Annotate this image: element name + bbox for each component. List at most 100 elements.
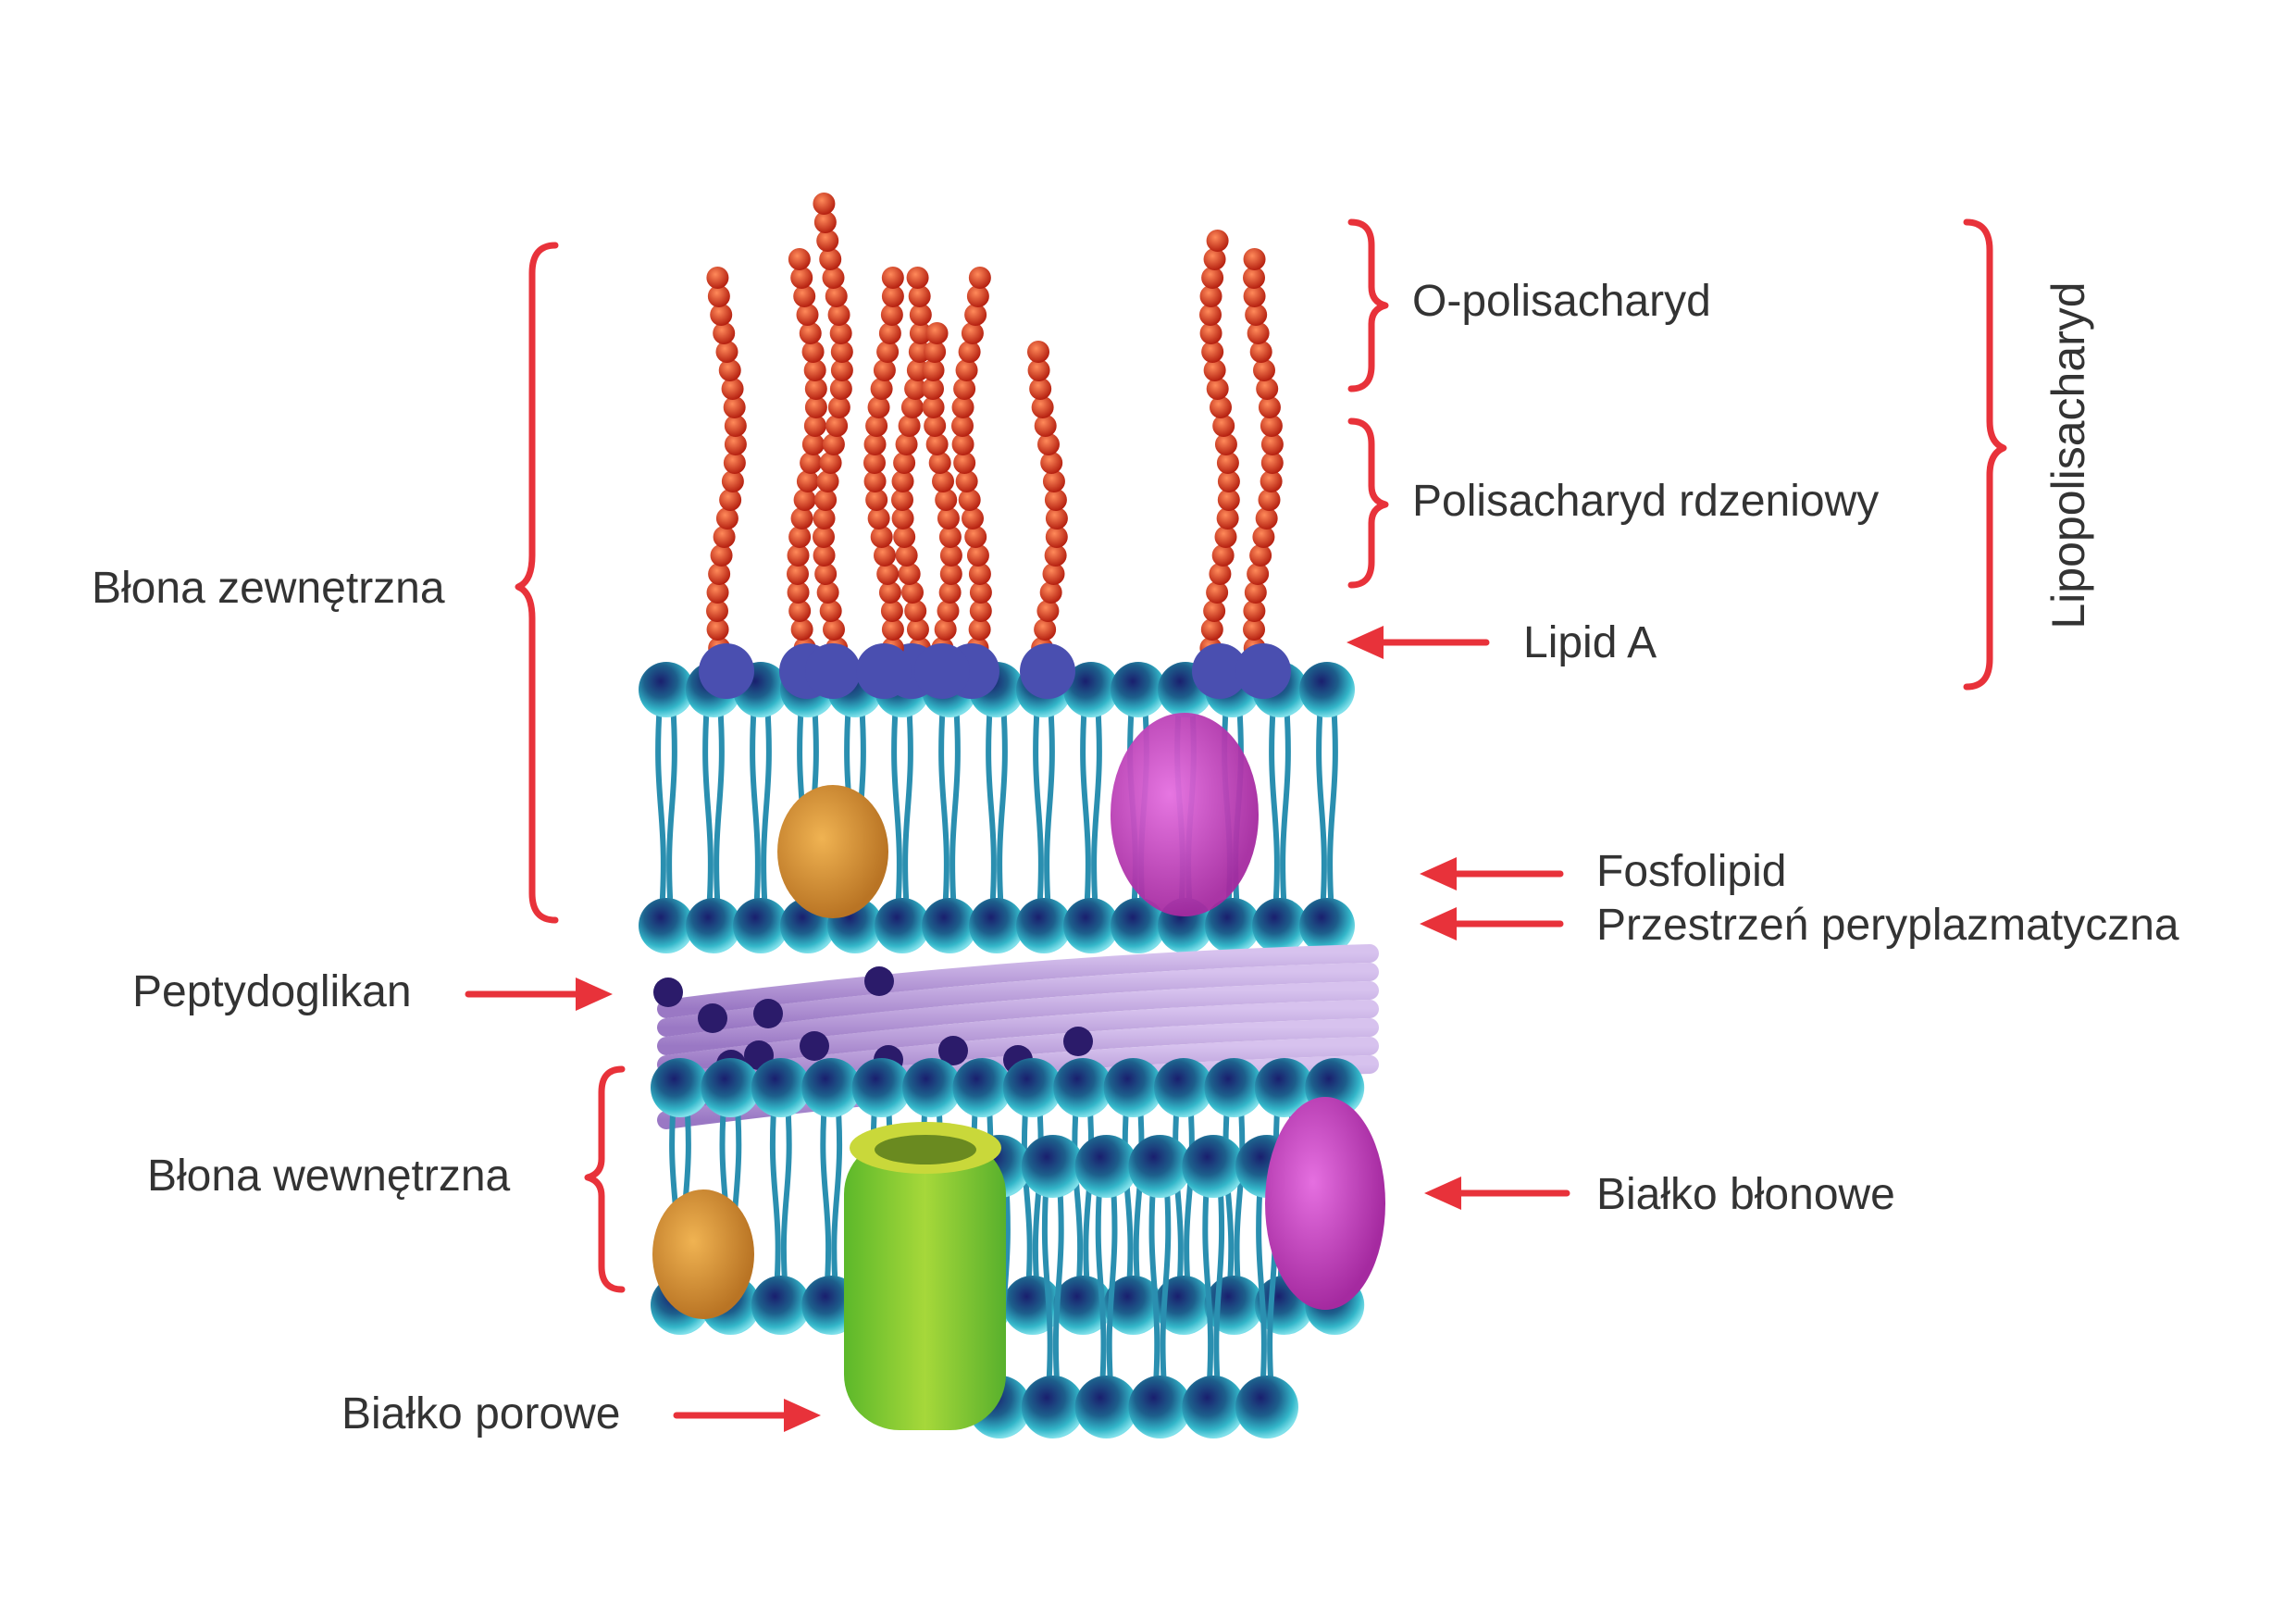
phospholipid-head xyxy=(1021,1376,1085,1438)
lps-sugar-bead xyxy=(1217,470,1240,492)
peptidoglycan-strand xyxy=(657,944,1379,1018)
lps-sugar-bead xyxy=(1199,322,1222,344)
lps-sugar-bead xyxy=(937,600,960,622)
lps-sugar-bead xyxy=(873,359,896,381)
lps-sugar-bead xyxy=(819,452,842,474)
lps-sugar-bead xyxy=(898,563,921,585)
label-phospholipid: Fosfolipid xyxy=(1596,847,1786,896)
lipid-tail xyxy=(750,689,761,927)
lps-sugar-bead xyxy=(939,563,962,585)
lps-sugar-bead xyxy=(721,378,744,400)
lps-sugar-bead xyxy=(708,563,731,585)
lps-sugar-bead xyxy=(803,359,826,381)
lps-sugar-bead xyxy=(804,378,827,400)
lps-sugar-bead xyxy=(822,433,845,455)
lps-sugar-bead xyxy=(880,304,903,326)
arrow-peptidoglycan xyxy=(465,978,613,1011)
lps-sugar-bead xyxy=(799,322,822,344)
lps-sugar-bead xyxy=(881,267,904,289)
peptidoglycan-crosslink xyxy=(864,966,894,996)
lps-sugar-bead xyxy=(813,211,837,233)
lps-sugar-bead xyxy=(969,600,992,622)
phospholipid-head xyxy=(1053,1058,1113,1117)
lps-sugar-bead xyxy=(796,470,819,492)
lps-sugar-bead xyxy=(723,396,746,418)
label-lipopolysaccharide: Lipopolisacharyd xyxy=(2042,281,2094,629)
lipid-tail xyxy=(1222,1087,1235,1306)
lps-sugar-bead xyxy=(876,341,900,363)
lps-sugar-bead xyxy=(801,341,825,363)
label-periplasmic-space: Przestrzeń peryplazmatyczna xyxy=(1596,901,2179,950)
phospholipid-head xyxy=(1154,1058,1213,1117)
lps-sugar-bead xyxy=(790,267,813,289)
lps-sugar-bead xyxy=(958,489,981,511)
lps-sugar-bead xyxy=(723,452,746,474)
lps-sugar-bead xyxy=(829,378,852,400)
lps-sugar-bead xyxy=(951,433,974,455)
lps-sugar-bead xyxy=(787,544,810,567)
brace-lipopolysaccharide xyxy=(1963,218,2007,691)
lps-sugar-bead xyxy=(707,285,730,307)
phospholipid-head xyxy=(969,898,1024,953)
lipid-tail xyxy=(831,1087,843,1306)
lps-sugar-bead xyxy=(713,322,736,344)
lps-sugar-bead xyxy=(1247,563,1270,585)
lps-sugar-bead xyxy=(934,618,957,641)
lps-sugar-bead xyxy=(1201,341,1224,363)
lps-sugar-bead xyxy=(790,507,813,529)
lps-sugar-bead xyxy=(787,581,810,604)
lipid-tail xyxy=(714,689,725,927)
brace-inner-membrane xyxy=(584,1065,626,1293)
lps-sugar-bead xyxy=(863,470,887,492)
label-lipid-a: Lipid A xyxy=(1523,618,1657,667)
label-o-polysaccharide: O-polisacharyd xyxy=(1412,277,1711,326)
lps-sugar-bead xyxy=(1212,415,1235,437)
lps-sugar-bead xyxy=(1199,285,1222,307)
lps-sugar-bead xyxy=(951,396,974,418)
lipid-tail xyxy=(1133,1087,1145,1306)
lps-sugar-bead xyxy=(1214,526,1237,548)
phospholipid-head xyxy=(1063,662,1119,717)
peptidoglycan-crosslink xyxy=(698,1003,727,1033)
lps-sugar-bead xyxy=(713,526,736,548)
lps-sugar-bead xyxy=(823,618,846,641)
lps-sugar-bead xyxy=(1258,489,1281,511)
phospholipid-head xyxy=(1103,1276,1163,1335)
lps-sugar-bead xyxy=(816,470,839,492)
lps-sugar-bead xyxy=(900,396,924,418)
phospholipid-head xyxy=(1053,1276,1113,1335)
lps-sugar-bead xyxy=(891,507,914,529)
lipid-tail xyxy=(1122,1087,1134,1306)
lps-sugar-bead xyxy=(1206,230,1229,252)
phospholipid-head xyxy=(952,1058,1012,1117)
lps-sugar-bead xyxy=(1044,544,1067,567)
lps-sugar-bead xyxy=(937,507,960,529)
lps-sugar-bead xyxy=(1258,396,1281,418)
lipid-tail xyxy=(761,689,772,927)
phospholipid-head xyxy=(1063,898,1119,953)
phospholipid-head xyxy=(1103,1058,1163,1117)
lps-sugar-bead xyxy=(938,581,962,604)
lipid-tail xyxy=(1316,689,1327,927)
lps-sugar-bead xyxy=(813,544,836,567)
lipid-tail xyxy=(949,689,961,927)
lps-sugar-bead xyxy=(1260,470,1283,492)
label-core-polysaccharide: Polisacharyd rdzeniowy xyxy=(1412,477,1879,526)
lps-sugar-bead xyxy=(906,359,929,381)
lps-sugar-bead xyxy=(787,563,810,585)
lps-sugar-bead xyxy=(830,359,853,381)
lps-sugar-bead xyxy=(804,396,827,418)
lps-sugar-bead xyxy=(870,526,893,548)
lps-sugar-bead xyxy=(1260,415,1283,437)
lipid-a-headgroup xyxy=(856,643,912,699)
lps-sugar-bead xyxy=(865,489,888,511)
lps-sugar-bead xyxy=(958,341,981,363)
lps-sugar-bead xyxy=(863,452,887,474)
lps-sugar-bead xyxy=(1210,396,1233,418)
phospholipid-head xyxy=(751,1276,811,1335)
lps-sugar-bead xyxy=(925,433,949,455)
lps-sugar-bead xyxy=(953,452,976,474)
lps-sugar-bead xyxy=(1203,248,1226,270)
lps-sugar-bead xyxy=(1042,563,1065,585)
